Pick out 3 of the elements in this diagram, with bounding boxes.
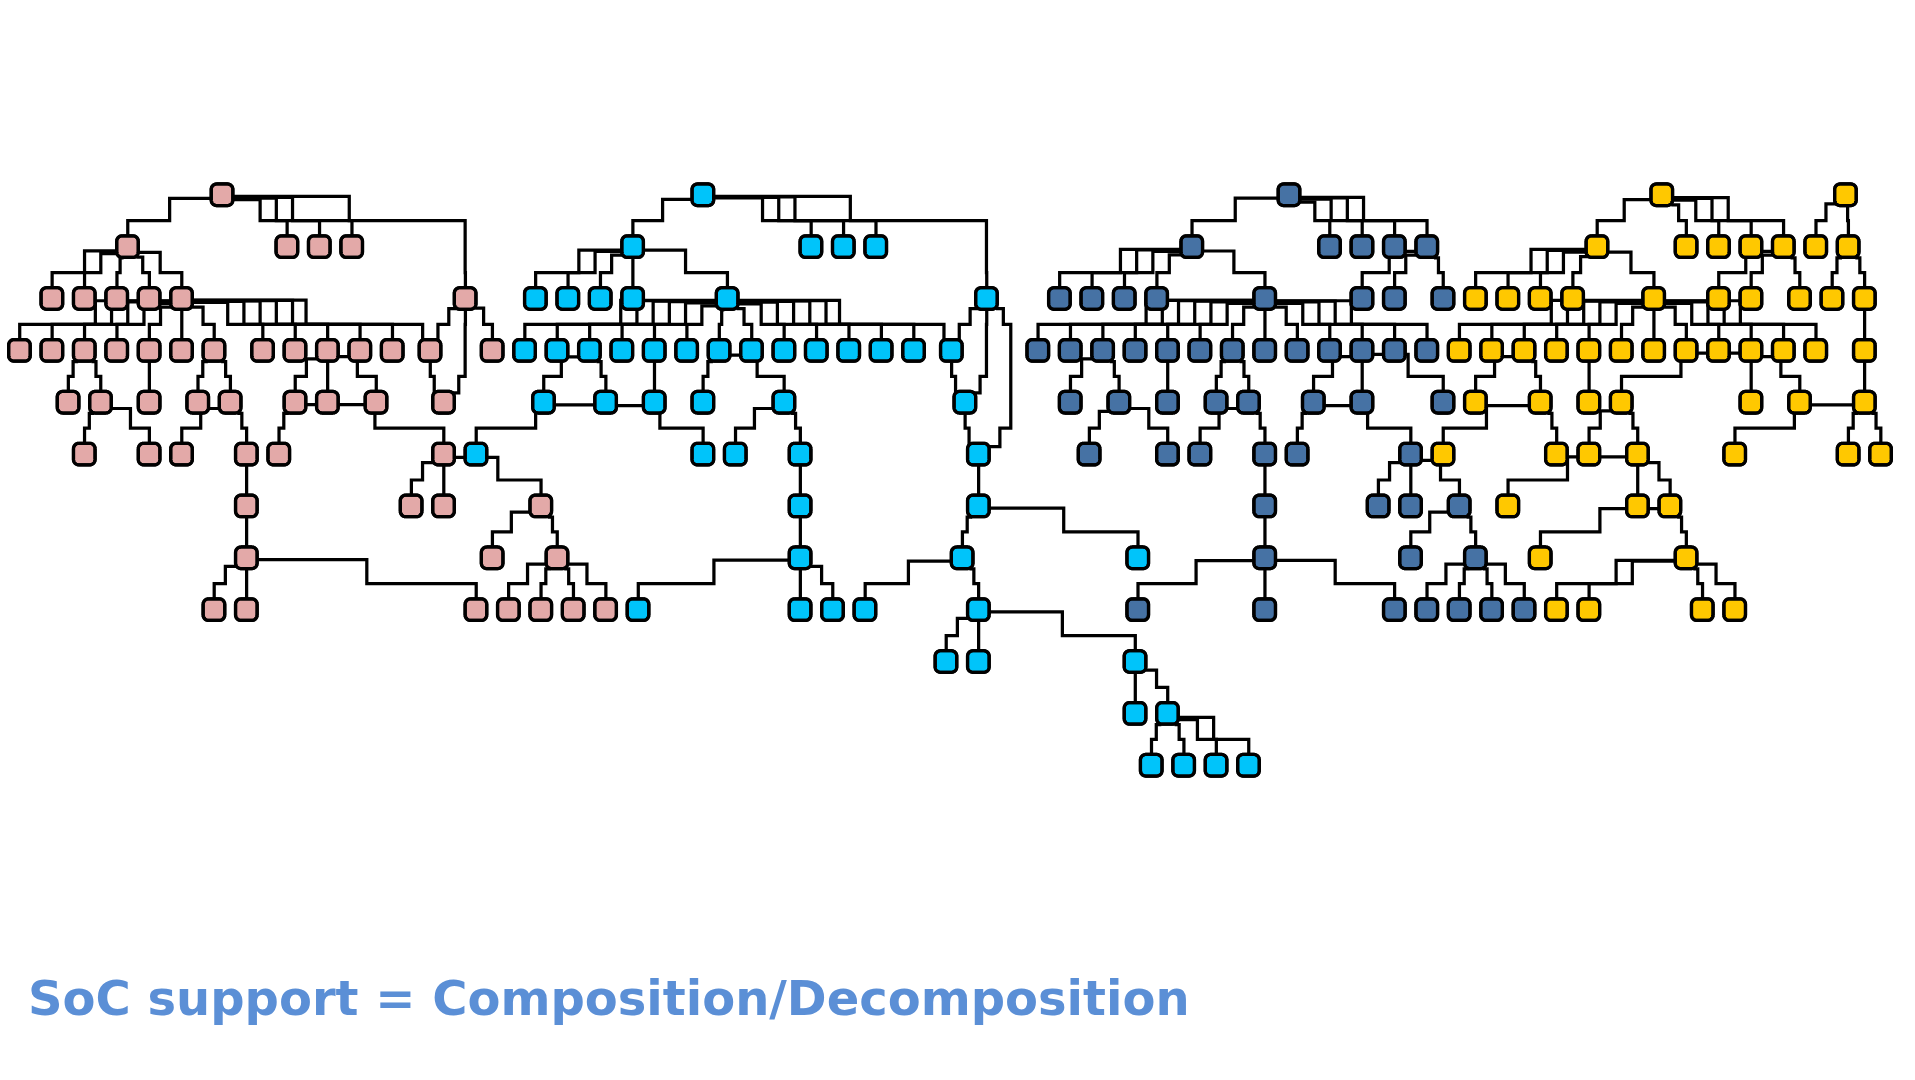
slide-title: SoC support = Composition/Decomposition — [28, 970, 1191, 1026]
connector — [989, 306, 1013, 449]
connector — [738, 298, 948, 342]
